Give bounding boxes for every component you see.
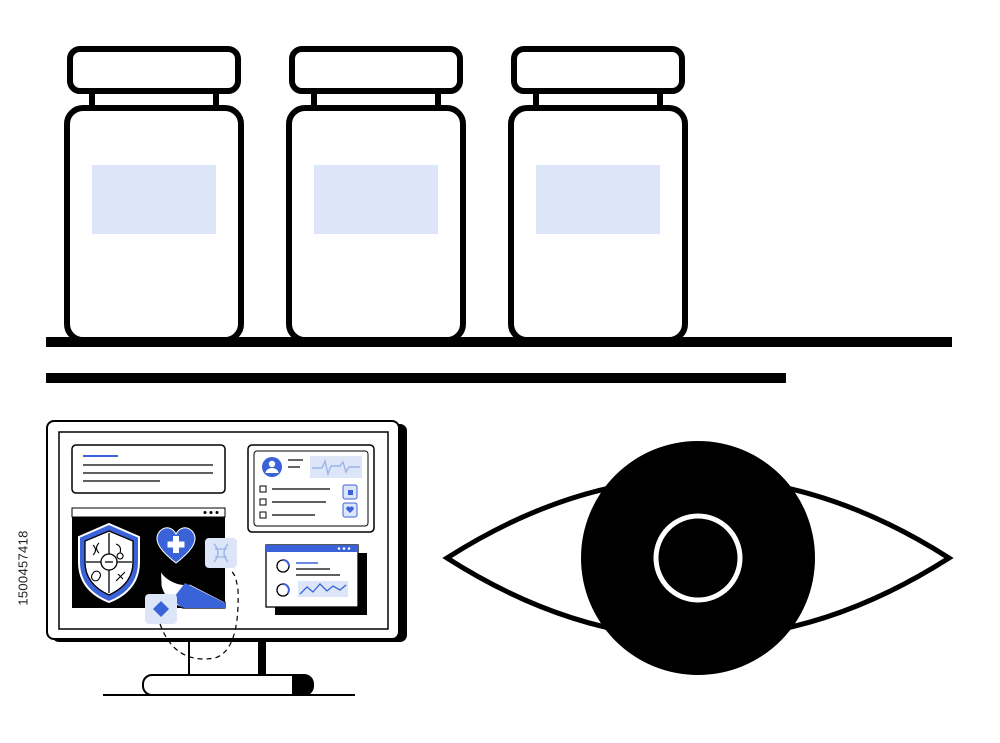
chart-card-icon (265, 544, 367, 615)
ecg-line-icon (312, 458, 360, 477)
shelf-line-lower (46, 373, 786, 383)
medicine-jar-3 (508, 46, 688, 343)
jar-lid (289, 46, 463, 94)
diamond-badge-icon (145, 594, 177, 624)
stock-id-watermark: 1500457418 (12, 498, 34, 638)
profile-card-icon (247, 444, 375, 533)
heart-plus-icon (156, 527, 196, 564)
eye-icon (442, 441, 954, 675)
monitor-stand-base-shade (292, 675, 313, 695)
eye-pupil-ring (653, 513, 743, 603)
text-card (71, 444, 226, 494)
jar-lid (67, 46, 241, 94)
health-panel (71, 507, 226, 609)
monitor-icon (46, 420, 407, 696)
ecg-panel (310, 456, 362, 478)
dashed-orbit (159, 571, 239, 660)
jar-label (314, 165, 438, 234)
checklist-icon (259, 485, 330, 519)
shelf-line (46, 337, 952, 347)
dna-badge-icon (205, 538, 237, 568)
jar-label (92, 165, 216, 234)
medicine-jar-1 (64, 46, 244, 343)
shield-icon (78, 522, 140, 604)
monitor-stand-base (142, 674, 314, 696)
jar-label (536, 165, 660, 234)
monitor-stand-neck-dark (258, 640, 266, 676)
jar-lid (511, 46, 685, 94)
stock-id-text: 1500457418 (15, 530, 31, 606)
medicine-jar-2 (286, 46, 466, 343)
